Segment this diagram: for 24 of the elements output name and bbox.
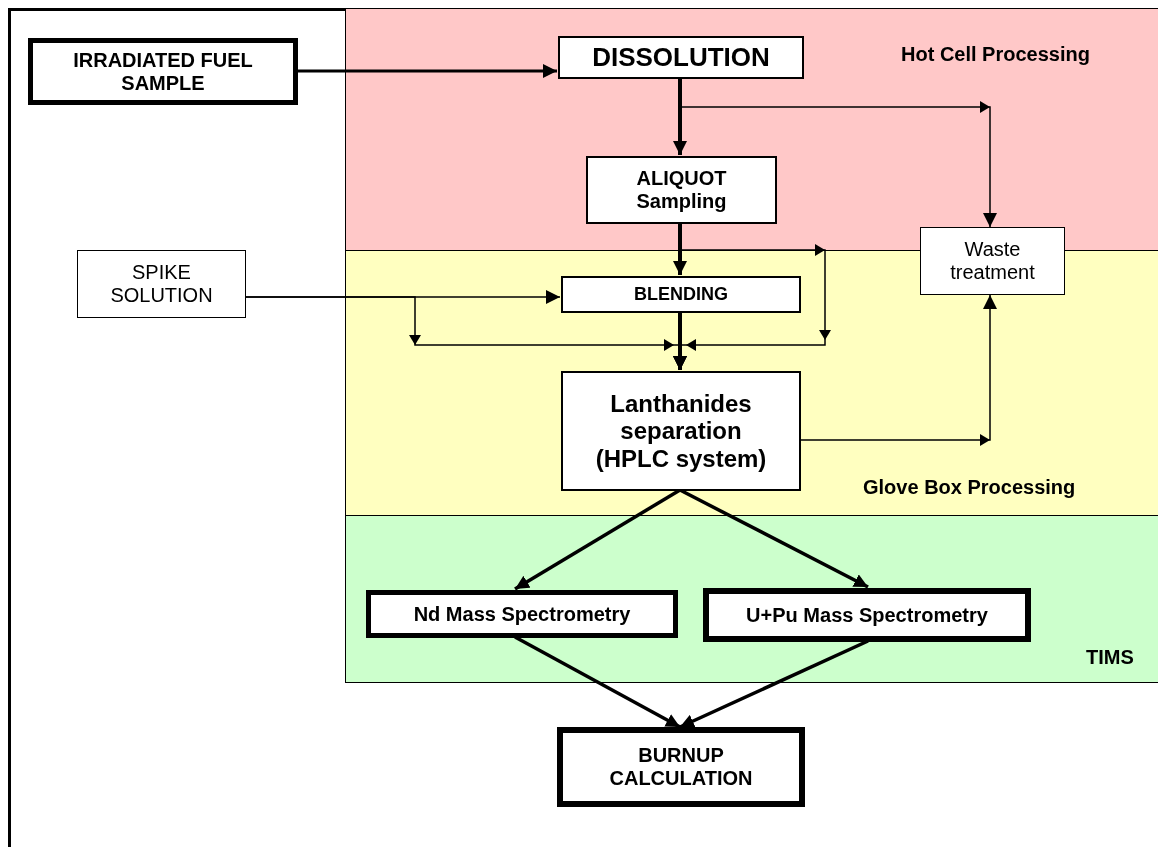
step-label: Nd Mass Spectrometry (413, 602, 631, 626)
step-label: U+Pu Mass Spectrometry (746, 603, 988, 627)
process-box (558, 36, 804, 79)
step-label: DISSOLUTION (592, 42, 770, 73)
process-box (366, 590, 678, 638)
process-box (920, 227, 1065, 295)
zone-label: Hot Cell Processing (901, 43, 1090, 66)
step-label: BURNUP CALCULATION (608, 744, 754, 790)
process-box (557, 727, 805, 807)
step-label: ALIQUOT Sampling (635, 167, 728, 213)
zone-label: TIMS (1086, 646, 1134, 669)
process-zone (345, 515, 1158, 683)
process-box (703, 588, 1031, 642)
step-label: Waste treatment (949, 238, 1036, 284)
step-label: BLENDING (634, 284, 728, 305)
process-box (77, 250, 246, 318)
step-label: SPIKE SOLUTION (109, 261, 214, 307)
process-box (561, 371, 801, 491)
zone-label: Glove Box Processing (863, 476, 1076, 499)
process-box (561, 276, 801, 313)
process-box (586, 156, 777, 224)
step-label: IRRADIATED FUEL SAMPLE (73, 48, 253, 95)
process-box (28, 38, 298, 105)
step-label: Lanthanides separation (HPLC system) (594, 389, 768, 473)
